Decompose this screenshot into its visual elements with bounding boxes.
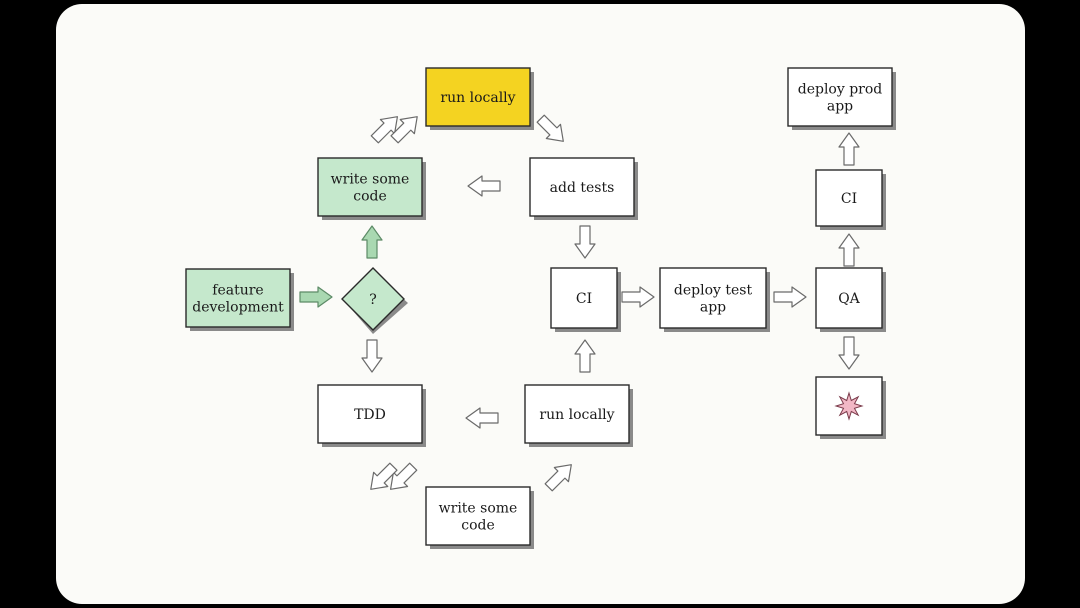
node-label: deploy test [674, 283, 753, 299]
node-run-locally-top: run locally [425, 67, 534, 130]
arrow-write-code-top-to-run-locally-top [370, 116, 418, 144]
arrows-layer [299, 114, 860, 492]
arrow-run-locally-bottom-to-ci-mid [574, 339, 596, 373]
node-run-locally-bottom: run locally [524, 384, 633, 447]
node-tdd: TDD [317, 384, 426, 447]
arrow-add-tests-to-ci-mid [574, 225, 596, 259]
arrow-run-locally-top-to-add-tests [536, 114, 564, 142]
node-label: app [827, 99, 853, 115]
node-label: app [700, 300, 726, 316]
node-label: run locally [539, 407, 614, 423]
arrow-qa-to-ci-right [838, 233, 860, 267]
arrow-write-code-bottom-to-run-locally-bottom [544, 464, 572, 492]
node-label: write some [439, 501, 518, 517]
arrow-feature-development-to-decision [299, 286, 333, 308]
node-label: run locally [440, 90, 515, 106]
node-label: deploy prod [798, 82, 883, 98]
node-label: add tests [550, 180, 615, 196]
node-ci-mid: CI [550, 267, 621, 332]
node-label: ? [369, 292, 377, 308]
arrow-ci-mid-to-deploy-test-app [621, 286, 655, 308]
arrow-decision-to-tdd [361, 339, 383, 373]
arrow-decision-to-write-code-top [361, 225, 383, 259]
node-decision: ? [341, 267, 408, 334]
node-label: feature [212, 283, 263, 299]
burst-icon [834, 391, 864, 421]
arrow-run-locally-bottom-to-tdd [465, 407, 499, 429]
arrow-qa-to-failure-burst [838, 336, 860, 370]
node-add-tests: add tests [529, 157, 638, 220]
node-ci-right: CI [815, 169, 886, 230]
arrow-ci-right-to-deploy-prod-app [838, 132, 860, 166]
arrow-deploy-test-app-to-qa [773, 286, 807, 308]
node-label: development [192, 300, 284, 316]
node-label: TDD [354, 407, 386, 423]
node-label: QA [838, 291, 860, 307]
node-label: code [353, 189, 387, 205]
arrow-tdd-to-write-code-bottom [370, 462, 418, 490]
node-label: code [461, 518, 495, 534]
node-qa: QA [815, 267, 886, 332]
node-label: CI [841, 191, 857, 207]
node-failure-burst [815, 376, 886, 439]
node-label: CI [576, 291, 592, 307]
node-label: write some [331, 172, 410, 188]
arrow-add-tests-to-write-code-top [467, 175, 501, 197]
